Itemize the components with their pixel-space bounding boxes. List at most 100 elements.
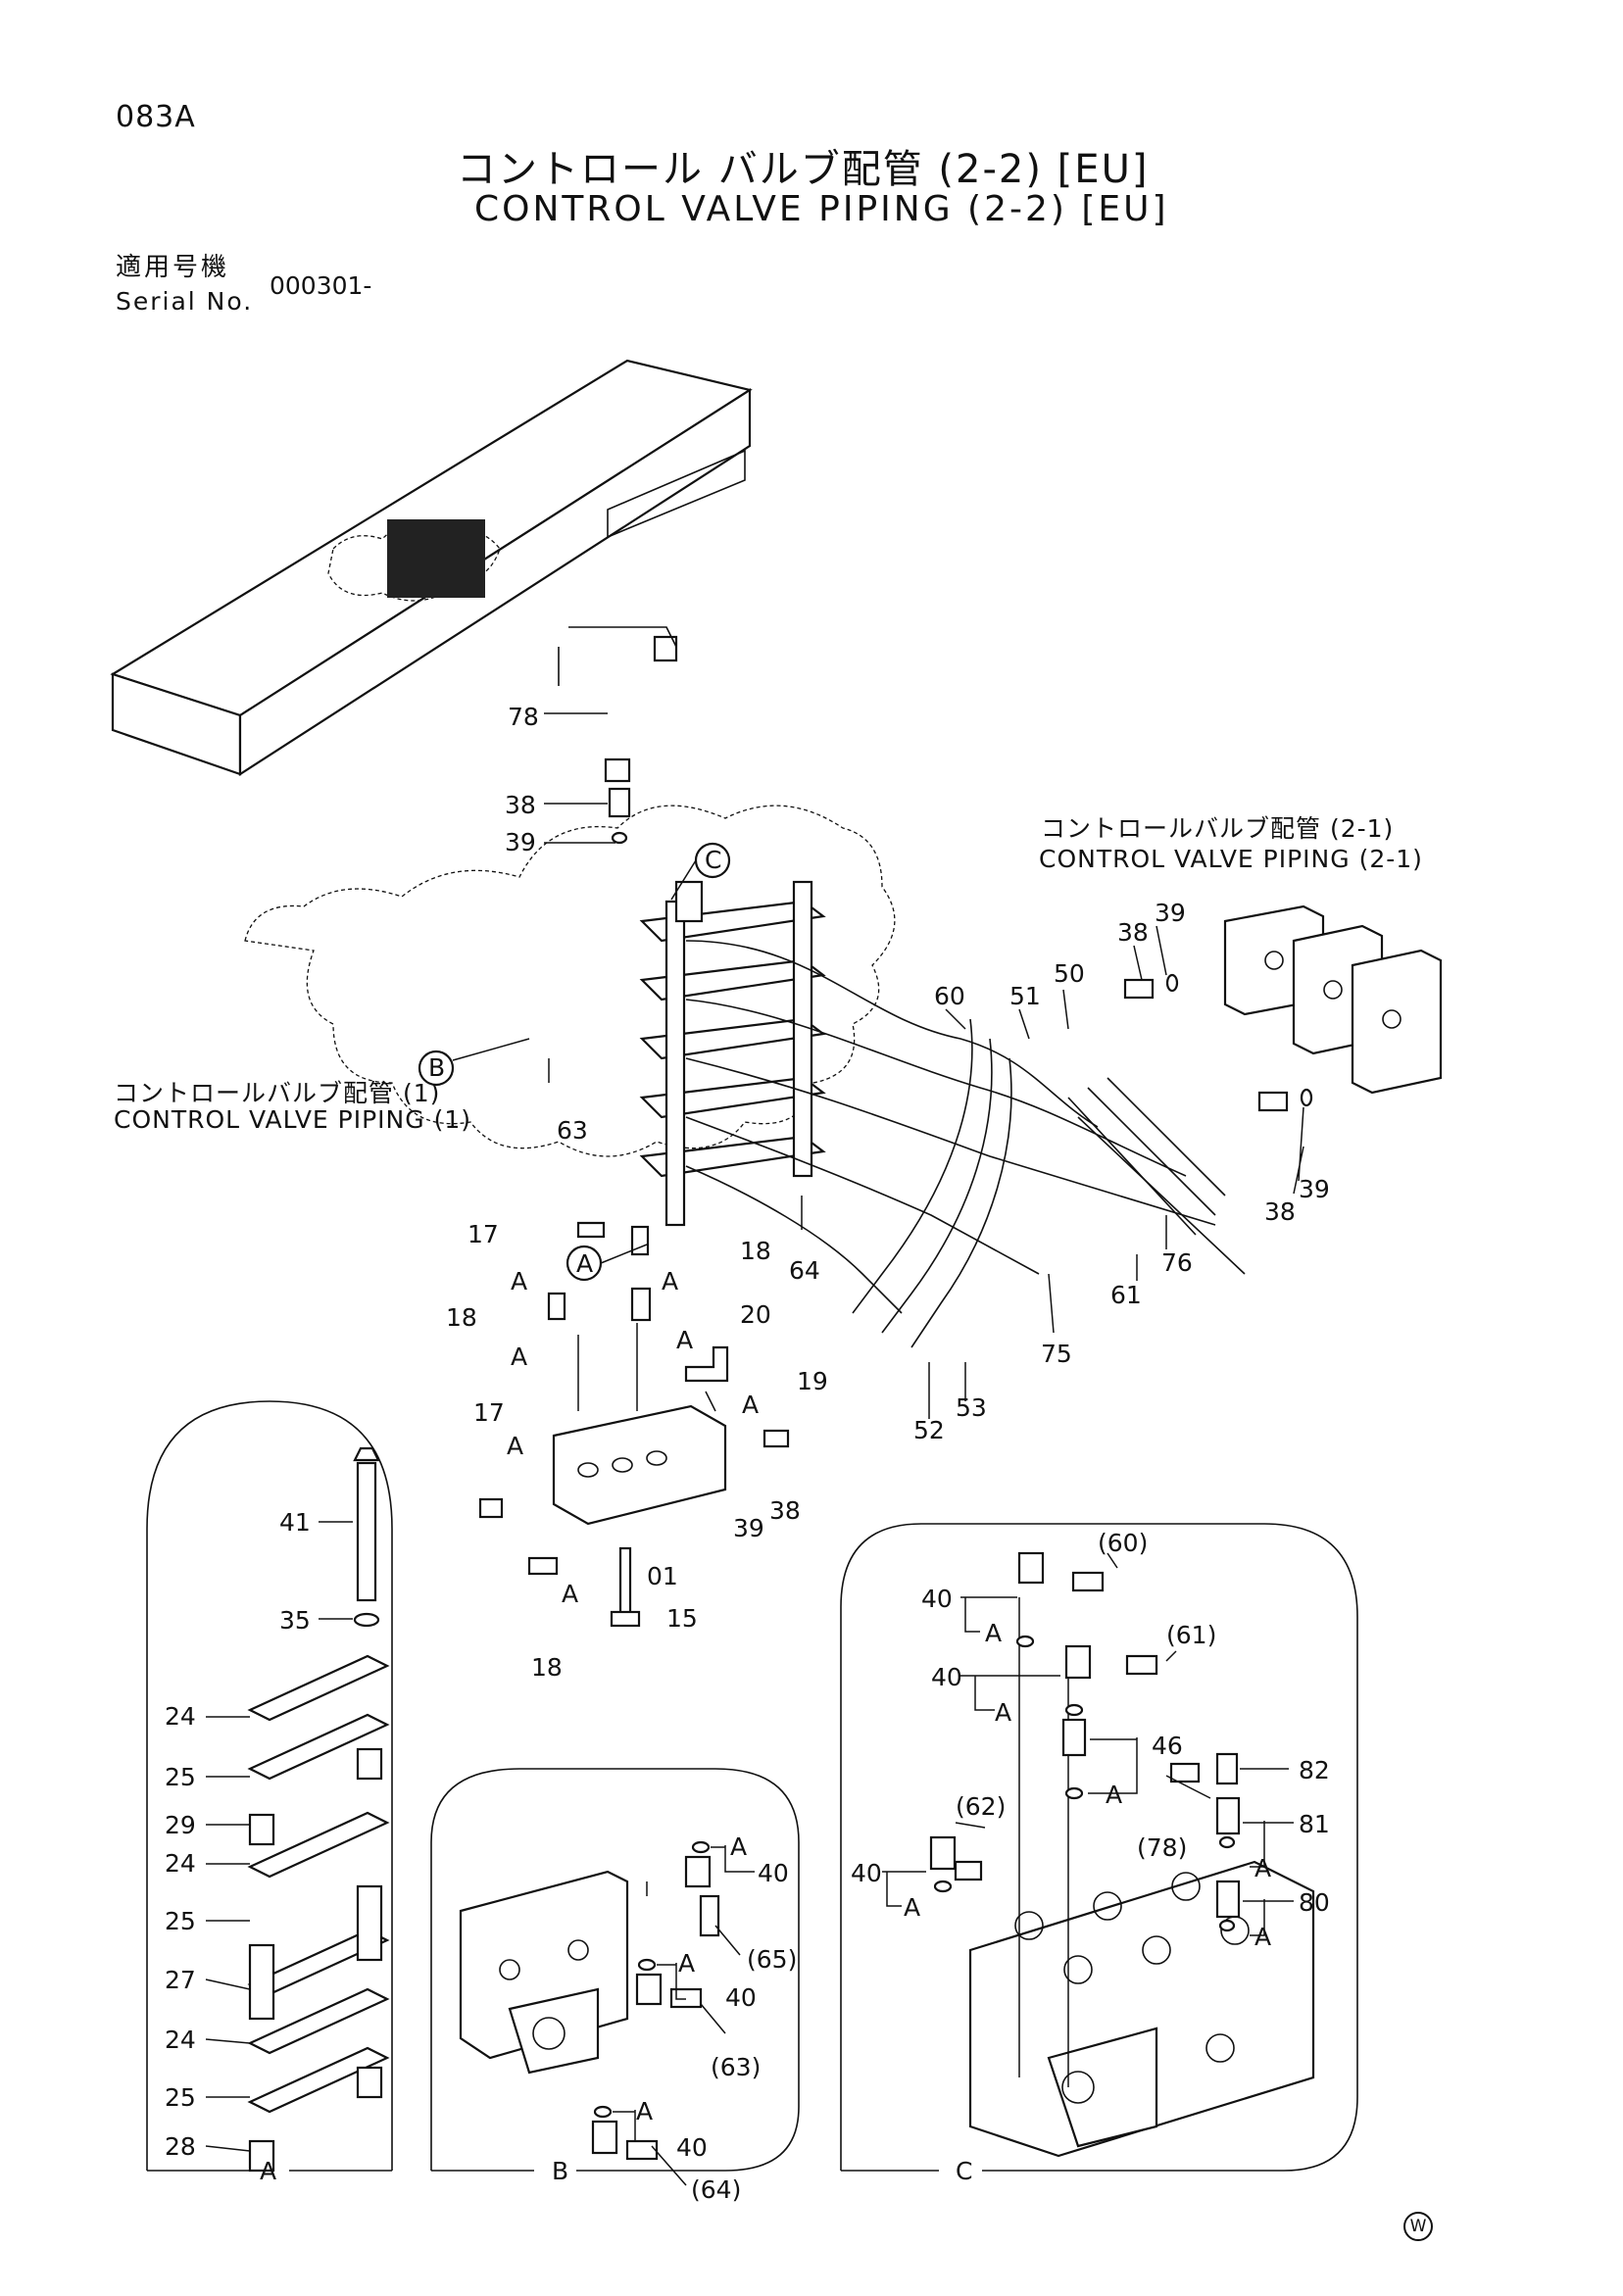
control-valve-upper-right [1223,904,1443,1095]
svg-text:24: 24 [165,1849,196,1878]
svg-text:27: 27 [165,1966,196,1994]
page-code: 083A [116,100,196,134]
svg-text:A: A [1254,1854,1271,1882]
svg-text:18: 18 [446,1303,477,1332]
svg-text:78: 78 [508,703,539,731]
elbow-19 [684,1345,729,1383]
svg-text:38: 38 [769,1496,801,1525]
svg-text:50: 50 [1054,959,1085,988]
svg-text:(61): (61) [1166,1621,1216,1649]
svg-text:A: A [985,1619,1002,1647]
fitting-18-top [630,1225,650,1256]
serial-label-japanese: 適用号機 [116,253,230,282]
svg-text:A: A [678,1949,695,1978]
svg-text:29: 29 [165,1811,196,1839]
svg-text:A: A [1254,1923,1271,1951]
svg-text:39: 39 [1299,1175,1330,1203]
svg-text:17: 17 [467,1220,499,1248]
svg-text:A: A [562,1580,578,1608]
svg-text:17: 17 [473,1398,505,1427]
svg-text:25: 25 [165,2083,196,2112]
svg-text:40: 40 [725,1983,757,2012]
svg-text:A: A [995,1698,1011,1727]
svg-text:40: 40 [851,1859,882,1887]
svg-text:(65): (65) [747,1945,797,1974]
svg-text:(78): (78) [1137,1833,1187,1862]
upperstructure-frame [110,359,753,777]
svg-text:25: 25 [165,1907,196,1935]
bolt-15 [610,1546,641,1628]
xref-piping-1-jp: コントロールバルブ配管 (1) [114,1079,441,1107]
svg-text:24: 24 [165,2026,196,2054]
svg-text:01: 01 [647,1562,678,1590]
svg-text:35: 35 [279,1606,311,1635]
svg-text:38: 38 [1264,1197,1296,1226]
svg-text:C: C [705,846,721,874]
title-japanese: コントロール バルブ配管 (2-2) [EU] [457,147,1150,192]
svg-text:81: 81 [1299,1810,1330,1838]
svg-text:B: B [428,1053,445,1082]
svg-text:46: 46 [1152,1732,1183,1760]
detail-panel-c: (60) 40 A (61) 40 A 46 A (78) 82 81 A 80… [840,1523,1358,2185]
fitting-18-bottom [527,1556,559,1576]
engine-outline [244,805,896,1157]
svg-text:80: 80 [1299,1888,1330,1917]
svg-text:64: 64 [789,1256,820,1285]
svg-text:39: 39 [505,828,536,856]
svg-text:63: 63 [557,1116,588,1145]
svg-text:A: A [507,1432,523,1460]
svg-text:(60): (60) [1098,1529,1148,1557]
xref-piping-2-1-jp: コントロールバルブ配管 (2-1) [1041,814,1395,843]
svg-text:40: 40 [676,2133,708,2162]
svg-text:A: A [742,1391,759,1419]
svg-text:76: 76 [1161,1248,1193,1277]
svg-text:A: A [511,1267,527,1295]
detail-panel-a: 41 35 24 25 29 24 25 27 24 25 28 A [146,1400,393,2185]
svg-text:15: 15 [666,1604,698,1633]
hose-bundle [685,940,1246,1348]
svg-text:A: A [662,1267,678,1295]
svg-text:40: 40 [931,1663,962,1691]
detail-panel-b: A 40 (65) A 40 (63) A 40 (64) B [430,1768,800,2204]
adapter-20 [630,1287,652,1322]
serial-label-english: Serial No. [116,287,254,316]
svg-text:(63): (63) [711,2053,761,2081]
fitting-38-right-upper [1123,973,1179,1000]
svg-text:41: 41 [279,1508,311,1537]
svg-text:A: A [511,1343,527,1371]
hose-78 [554,608,678,783]
svg-text:38: 38 [1117,918,1149,947]
main-callouts: 78 38 39 63 60 51 50 38 39 38 39 76 61 7… [428,703,1330,1682]
title-english: CONTROL VALVE PIPING (2-2) [EU] [474,189,1169,229]
serial-number: 000301- [270,271,372,300]
svg-text:18: 18 [740,1237,771,1265]
svg-text:19: 19 [797,1367,828,1395]
detail-b-label: B [552,2157,568,2185]
svg-text:A: A [676,1326,693,1354]
svg-text:A: A [636,2097,653,2125]
svg-text:28: 28 [165,2132,196,2161]
svg-text:53: 53 [956,1393,987,1422]
svg-text:24: 24 [165,1702,196,1731]
svg-text:38: 38 [505,791,536,819]
svg-text:40: 40 [758,1859,789,1887]
marker-b-main [418,1050,455,1087]
svg-text:75: 75 [1041,1340,1072,1368]
svg-text:82: 82 [1299,1756,1330,1784]
xref-piping-2-1-en: CONTROL VALVE PIPING (2-1) [1039,845,1423,873]
detail-c-label: C [956,2157,972,2185]
fitting-18-left [547,1292,566,1321]
svg-text:25: 25 [165,1763,196,1791]
svg-text:A: A [1106,1781,1122,1809]
svg-text:61: 61 [1110,1281,1142,1309]
svg-text:A: A [576,1249,593,1278]
svg-text:18: 18 [531,1653,563,1682]
svg-text:A: A [730,1832,747,1861]
fitting-38-top [608,787,631,845]
block-01 [552,1404,727,1526]
svg-text:(64): (64) [691,2175,741,2204]
fitting-38-lower [762,1429,790,1448]
bracket-stack [639,880,826,1227]
plug-17-left [478,1497,504,1519]
